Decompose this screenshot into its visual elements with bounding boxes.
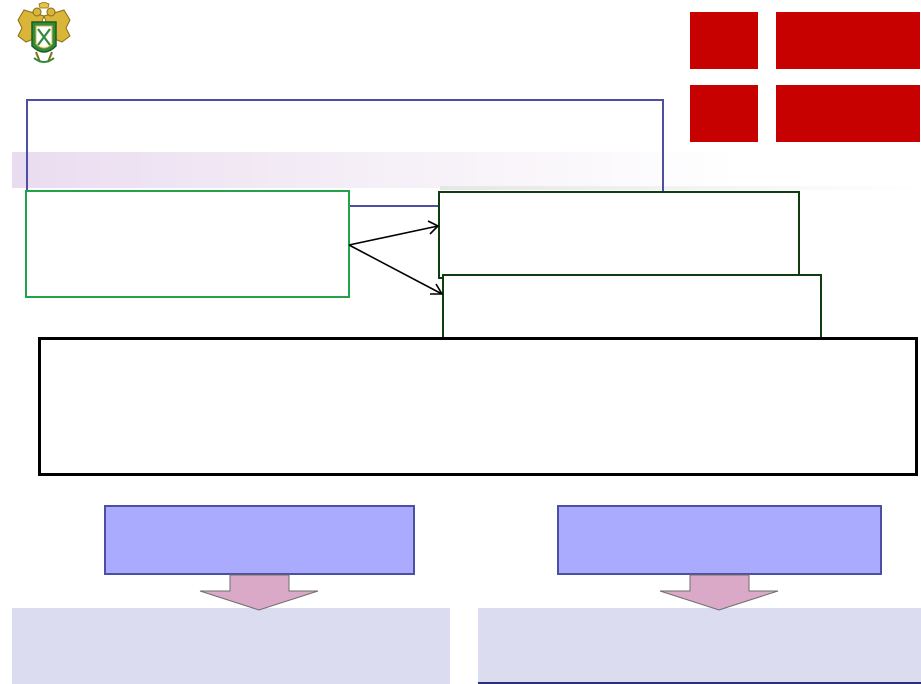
arrow-to-lower-target (348, 244, 444, 295)
coat-of-arms-icon (17, 2, 71, 63)
blue-box-left (104, 505, 415, 575)
down-arrow-left (199, 574, 319, 611)
arrow-to-upper-target (348, 220, 440, 246)
down-arrow-right (659, 574, 779, 611)
header-band (12, 152, 921, 188)
target-box-lower (442, 274, 822, 342)
lavender-box-right (478, 608, 921, 684)
lavender-box-left (12, 608, 450, 684)
header-divider (440, 186, 921, 190)
central-black-box (38, 337, 918, 476)
target-box-upper (438, 191, 800, 279)
green-source-box (25, 190, 350, 298)
flag-cross-horizontal (690, 69, 920, 85)
blue-box-right (557, 505, 882, 575)
denmark-flag-icon (690, 12, 920, 142)
